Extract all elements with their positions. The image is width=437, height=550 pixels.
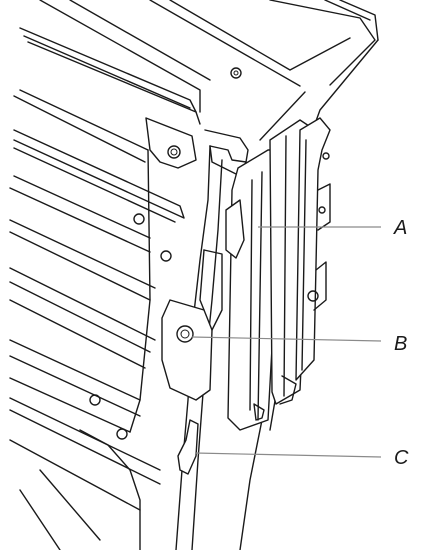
slide-rail <box>225 117 331 431</box>
callout-label-b: B <box>394 333 407 355</box>
top-screw-hole <box>230 67 242 79</box>
hinge-bracket <box>161 249 223 401</box>
upper-bracket <box>145 117 249 177</box>
lower-clip <box>177 403 265 475</box>
top-housing <box>39 0 379 141</box>
bracket-screw <box>176 325 194 343</box>
leader-line-c <box>194 452 382 458</box>
callout-leaders <box>191 226 382 458</box>
leader-line-b <box>191 336 382 342</box>
side-panel <box>9 89 185 550</box>
callout-label-c: C <box>394 447 409 469</box>
callout-label-a: A <box>393 217 407 239</box>
upper-rail <box>19 27 201 125</box>
